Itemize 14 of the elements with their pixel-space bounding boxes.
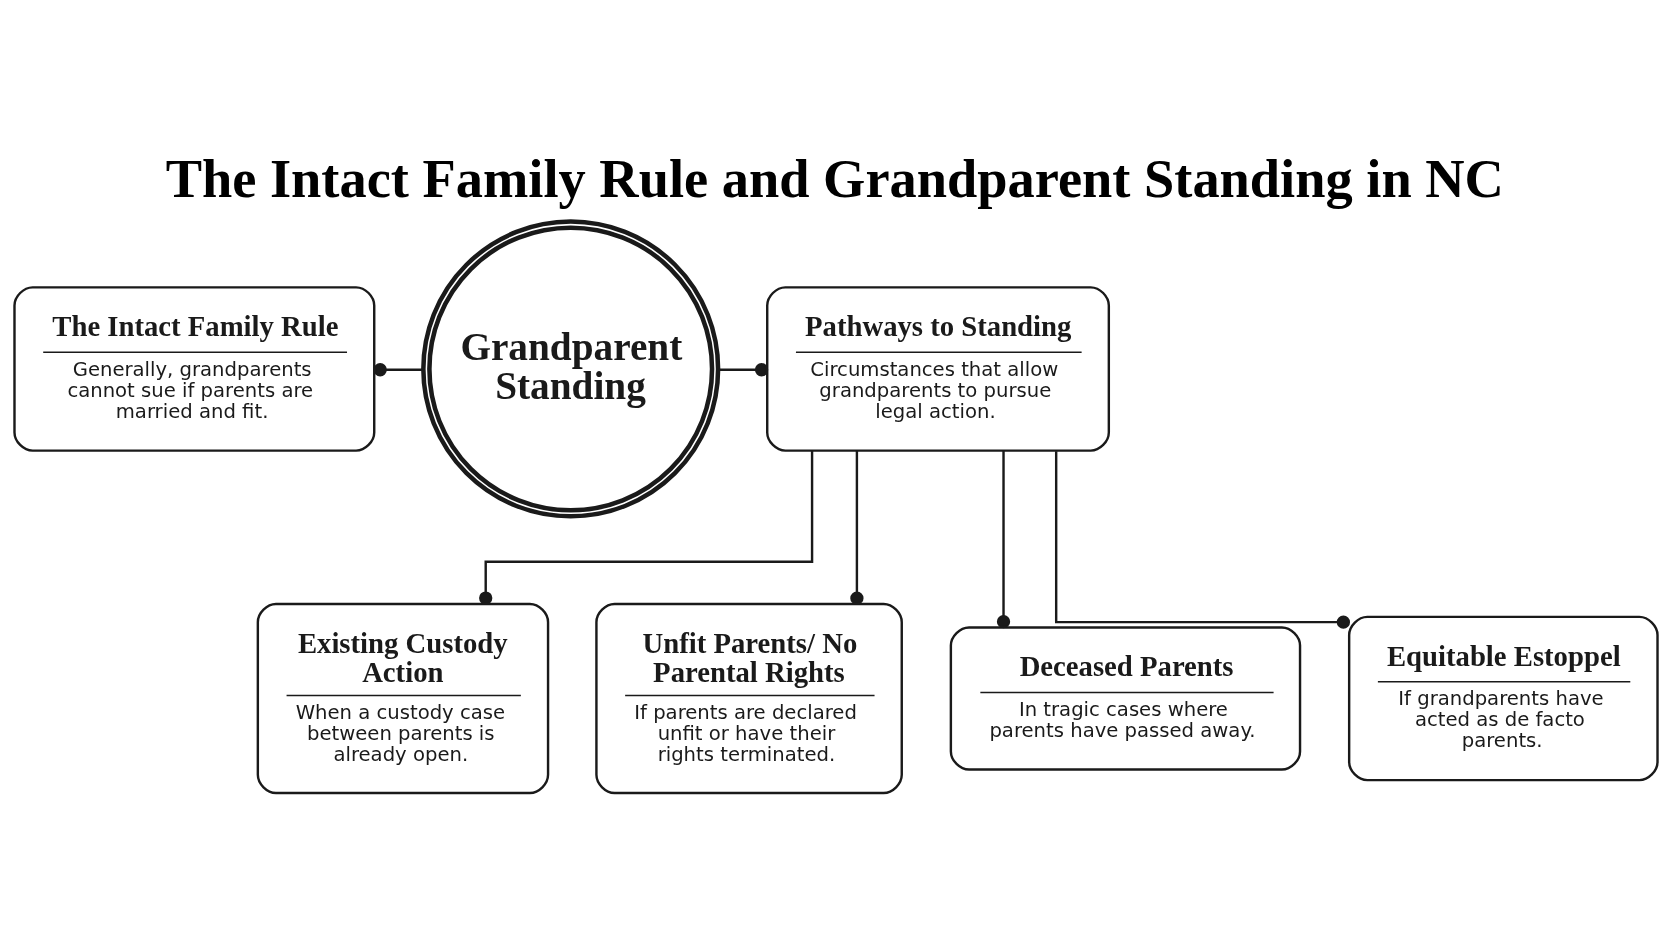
node-box: Pathways to Standing Circumstances that allow grandparents to pursue legal action. — [766, 285, 1111, 452]
connector — [479, 450, 814, 605]
connector — [850, 450, 864, 605]
connector — [718, 362, 769, 376]
connector — [996, 450, 1011, 628]
node-circle: Grandparent Standing — [421, 218, 721, 519]
node-box: Unfit Parents/ No Parental Rights If parents are declared unfit or have their rights terminated. — [595, 602, 903, 794]
node-box: Deceased Parents In tragic cases where parents have passed away. — [949, 625, 1302, 771]
node-box: Existing Custody Action When a custody case between parents is already open. — [256, 602, 550, 794]
connector — [373, 362, 424, 376]
node-box: Equitable Estoppel If grandparents have acted as de facto parents. — [1347, 615, 1659, 781]
diagram-title: The Intact Family Rule and Grandparent Standing in NC — [165, 148, 1504, 209]
node-box: The Intact Family Rule Generally, grandparents cannot sue if parents are married and fit. — [13, 285, 376, 452]
connector — [1054, 450, 1351, 629]
